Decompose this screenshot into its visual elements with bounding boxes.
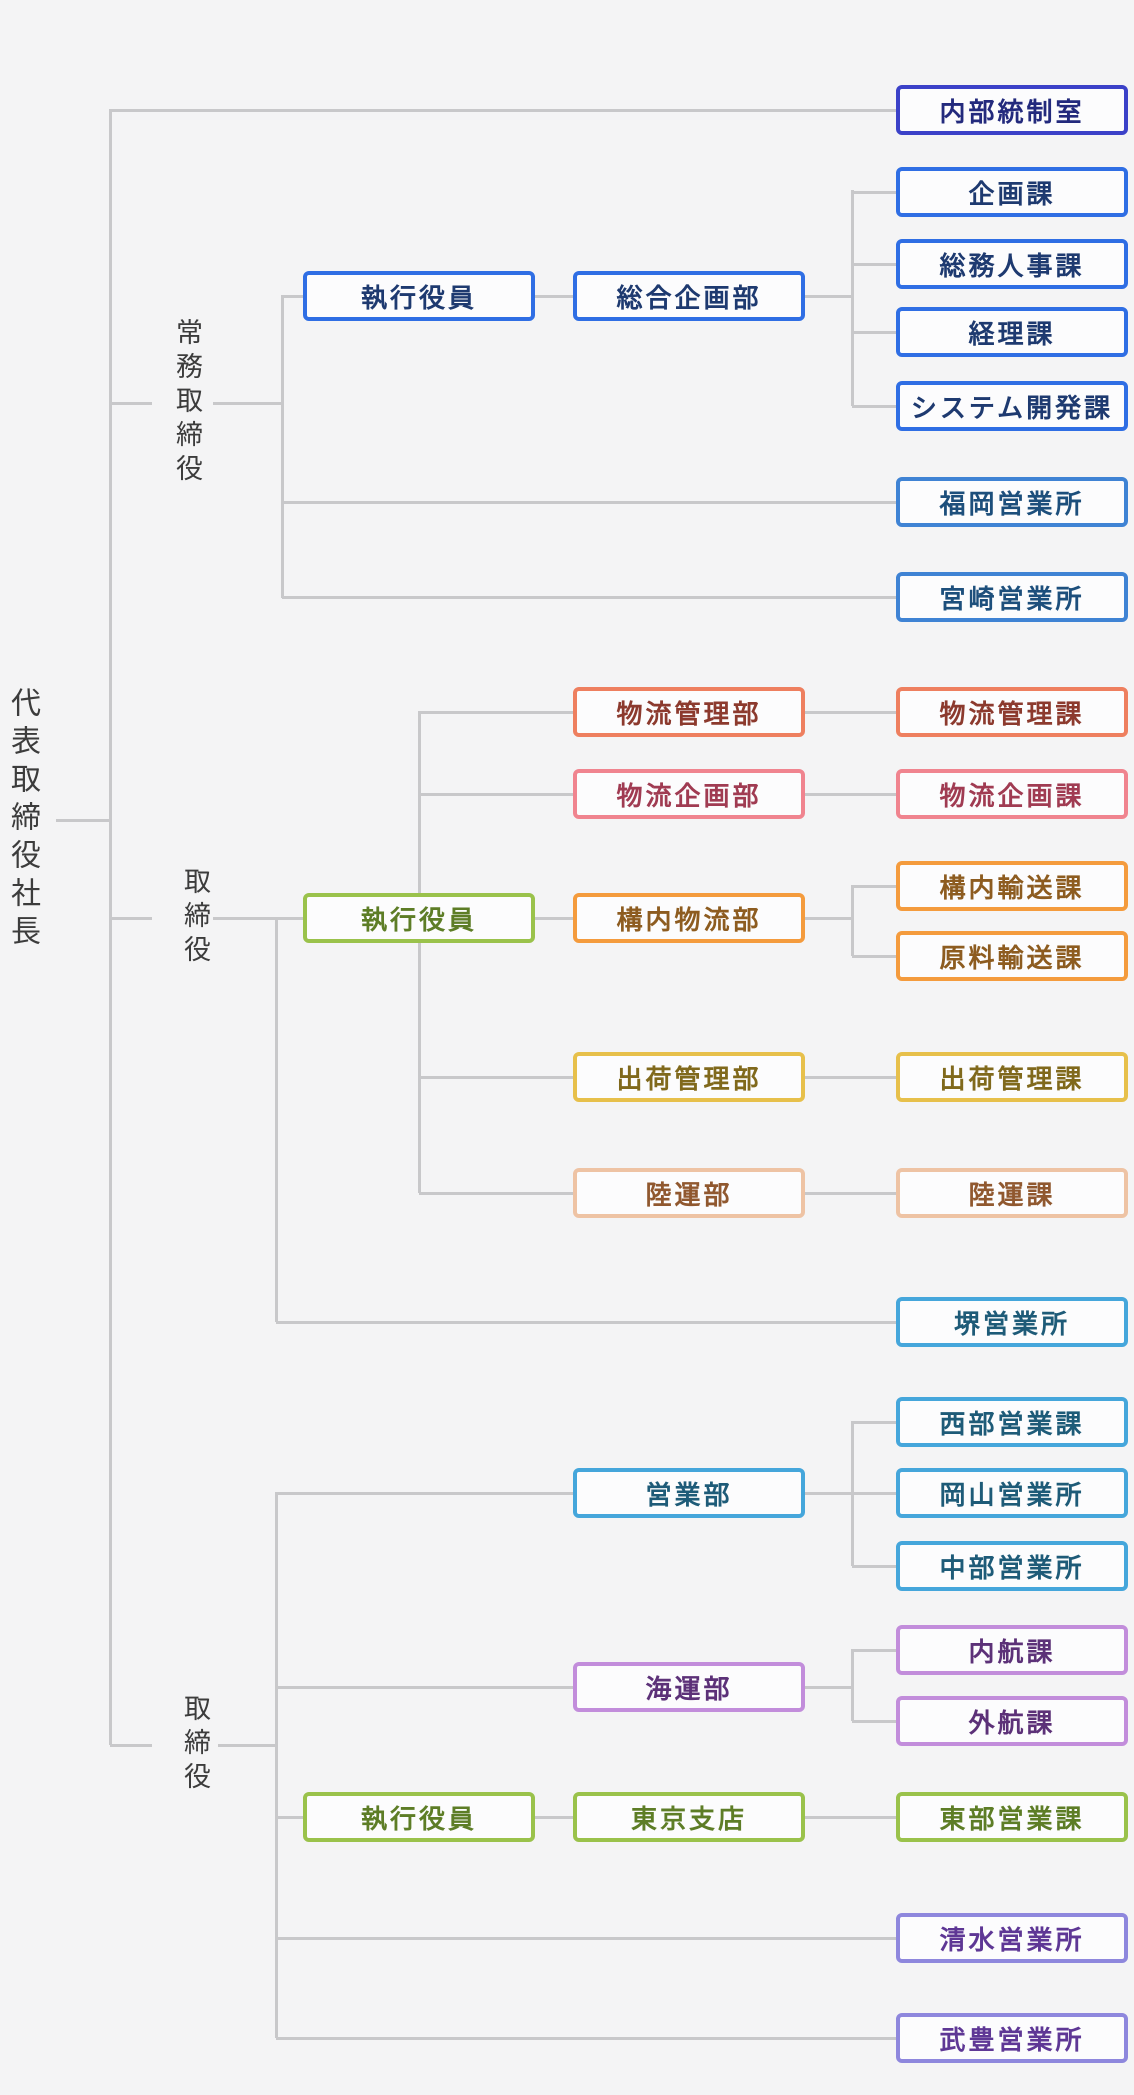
connector-line — [275, 1492, 278, 2038]
connector-line — [851, 1421, 854, 1566]
connector-line — [851, 885, 854, 956]
node-executive-officer-2: 執行役員 — [303, 893, 535, 943]
connector-line — [276, 2037, 896, 2040]
connector-line — [852, 263, 896, 266]
connector-line — [851, 190, 854, 406]
node-land-transport-dept: 陸運部 — [573, 1168, 805, 1218]
node-logistics-management-dept: 物流管理部 — [573, 687, 805, 737]
connector-line — [852, 1720, 896, 1723]
connector-line — [276, 1686, 573, 1689]
node-planning-section: 企画課 — [896, 167, 1128, 217]
node-sales-dept: 営業部 — [573, 1468, 805, 1518]
connector-line — [110, 917, 152, 920]
node-general-affairs-hr-section: 総務人事課 — [896, 239, 1128, 289]
node-ocean-shipping-section: 外航課 — [896, 1696, 1128, 1746]
node-miyazaki-office: 宮崎営業所 — [896, 572, 1128, 622]
connector-line — [282, 501, 896, 504]
connector-line — [419, 1076, 573, 1079]
connector-line — [282, 295, 309, 298]
node-tokyo-branch: 東京支店 — [573, 1792, 805, 1842]
connector-line — [110, 402, 152, 405]
role-label-director-1: 取締役 — [180, 867, 210, 969]
node-shimizu-office: 清水営業所 — [896, 1913, 1128, 1963]
connector-line — [805, 1816, 896, 1819]
node-land-transport-section: 陸運課 — [896, 1168, 1128, 1218]
connector-line — [805, 793, 896, 796]
connector-line — [852, 1649, 896, 1652]
node-marine-dept: 海運部 — [573, 1662, 805, 1712]
connector-line — [419, 711, 573, 714]
connector-line — [852, 1421, 896, 1424]
connector-line — [852, 1565, 896, 1568]
connector-line — [805, 1192, 896, 1195]
connector-line — [275, 917, 278, 1322]
node-internal-control-office: 内部統制室 — [896, 85, 1128, 135]
connector-line — [419, 1192, 573, 1195]
role-label-president: 代表取締役社長 — [6, 687, 39, 953]
connector-line — [805, 917, 852, 920]
connector-line — [535, 1816, 573, 1819]
node-corporate-planning-dept: 総合企画部 — [573, 271, 805, 321]
connector-line — [418, 943, 421, 1193]
connector-line — [276, 1492, 573, 1495]
connector-line — [852, 885, 896, 888]
node-fukuoka-office: 福岡営業所 — [896, 477, 1128, 527]
connector-line — [213, 917, 303, 920]
node-logistics-planning-section: 物流企画課 — [896, 769, 1128, 819]
node-logistics-planning-dept: 物流企画部 — [573, 769, 805, 819]
connector-line — [282, 596, 896, 599]
connector-line — [276, 1816, 303, 1819]
node-system-development-section: システム開発課 — [896, 381, 1128, 431]
connector-line — [276, 1937, 896, 1940]
connector-line — [852, 331, 896, 334]
node-executive-officer-3: 執行役員 — [303, 1792, 535, 1842]
connector-line — [276, 1321, 896, 1324]
connector-line — [56, 819, 110, 822]
connector-line — [805, 711, 896, 714]
node-shipping-management-section: 出荷管理課 — [896, 1052, 1128, 1102]
connector-line — [852, 191, 896, 194]
connector-line — [213, 402, 282, 405]
node-accounting-section: 経理課 — [896, 307, 1128, 357]
node-onsite-transport-section: 構内輸送課 — [896, 861, 1128, 911]
connector-line — [852, 955, 896, 958]
connector-line — [535, 917, 573, 920]
connector-line — [109, 109, 112, 1745]
connector-line — [805, 295, 852, 298]
node-onsite-logistics-dept: 構内物流部 — [573, 893, 805, 943]
node-taketoyo-office: 武豊営業所 — [896, 2013, 1128, 2063]
connector-line — [805, 1686, 852, 1689]
connector-line — [805, 1492, 852, 1495]
connector-line — [535, 295, 573, 298]
node-okayama-office: 岡山営業所 — [896, 1468, 1128, 1518]
connector-line — [110, 1744, 152, 1747]
connector-line — [418, 711, 421, 893]
connector-line — [218, 1744, 276, 1747]
node-raw-material-transport-section: 原料輸送課 — [896, 931, 1128, 981]
node-chubu-office: 中部営業所 — [896, 1541, 1128, 1591]
node-western-sales-section: 西部営業課 — [896, 1397, 1128, 1447]
role-label-senior-managing-director: 常務取締役 — [172, 318, 202, 488]
node-eastern-sales-section: 東部営業課 — [896, 1792, 1128, 1842]
node-domestic-shipping-section: 内航課 — [896, 1625, 1128, 1675]
node-sakai-office: 堺営業所 — [896, 1297, 1128, 1347]
role-label-director-2: 取締役 — [180, 1694, 210, 1796]
node-executive-officer-1: 執行役員 — [303, 271, 535, 321]
connector-line — [852, 405, 896, 408]
connector-line — [805, 1076, 896, 1079]
node-logistics-management-section: 物流管理課 — [896, 687, 1128, 737]
node-shipping-management-dept: 出荷管理部 — [573, 1052, 805, 1102]
connector-line — [852, 1492, 896, 1495]
connector-line — [281, 295, 284, 598]
connector-line — [419, 793, 573, 796]
connector-line — [110, 109, 896, 112]
connector-line — [851, 1649, 854, 1721]
